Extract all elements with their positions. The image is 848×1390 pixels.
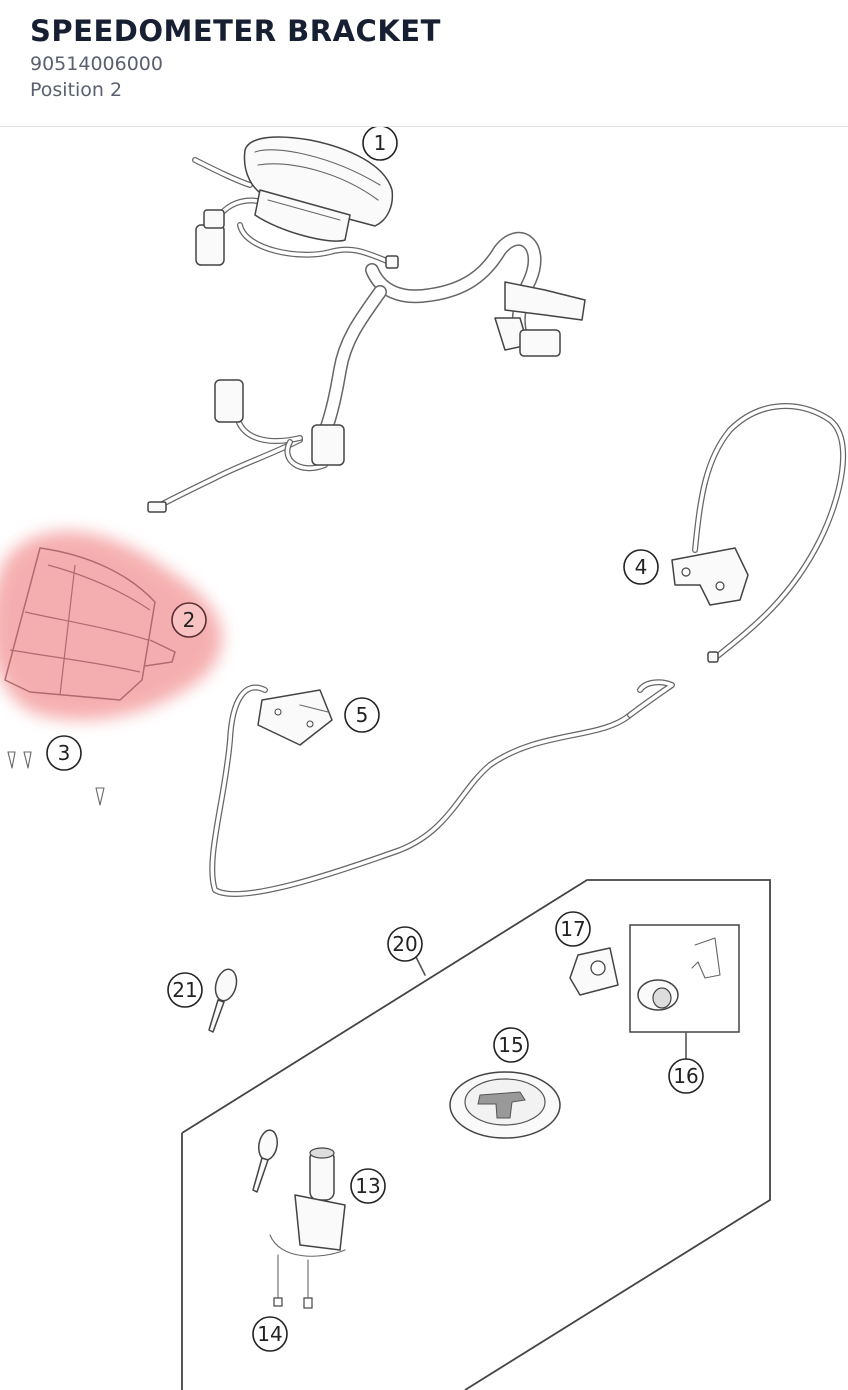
svg-text:13: 13 [355, 1174, 380, 1198]
part-header: SPEEDOMETER BRACKET 90514006000 Position… [0, 0, 848, 127]
latch-cable-part[interactable] [671, 403, 846, 663]
part-title: SPEEDOMETER BRACKET [30, 14, 441, 48]
key-part[interactable] [208, 967, 240, 1033]
svg-text:2: 2 [183, 608, 196, 632]
svg-text:20: 20 [392, 932, 417, 956]
svg-text:17: 17 [560, 917, 585, 941]
callout-2[interactable]: 2 [171, 602, 207, 638]
svg-text:21: 21 [172, 978, 197, 1002]
svg-text:1: 1 [374, 131, 387, 155]
exploded-parts-diagram: 1 2 3 4 5 20 17 21 15 16 13 14 [0, 127, 846, 1390]
fuel-cap-part[interactable] [449, 1071, 561, 1139]
speedometer-bracket-part[interactable] [0, 531, 223, 721]
svg-text:15: 15 [498, 1033, 523, 1057]
ignition-lock-part[interactable] [252, 1129, 346, 1257]
svg-text:14: 14 [257, 1322, 282, 1346]
svg-text:5: 5 [356, 703, 369, 727]
callout-15[interactable]: 15 [493, 1027, 529, 1063]
svg-text:16: 16 [673, 1064, 698, 1088]
callout-4[interactable]: 4 [623, 549, 659, 585]
callout-17[interactable]: 17 [555, 911, 591, 947]
callout-14[interactable]: 14 [252, 1316, 288, 1352]
speedometer-harness-part[interactable] [147, 136, 586, 513]
bracket-part-17[interactable] [569, 947, 619, 996]
callout-13[interactable]: 13 [350, 1168, 386, 1204]
callout-16[interactable]: 16 [668, 1058, 704, 1094]
callout-21[interactable]: 21 [167, 972, 203, 1008]
callout-1[interactable]: 1 [362, 127, 398, 161]
part-number: 90514006000 [30, 53, 163, 75]
screws-part[interactable] [7, 751, 105, 806]
svg-text:3: 3 [58, 741, 71, 765]
callout-3[interactable]: 3 [46, 735, 82, 771]
callout-5[interactable]: 5 [344, 697, 380, 733]
seat-cable-part[interactable] [209, 679, 675, 897]
callout-20[interactable]: 20 [387, 926, 423, 962]
lock-cylinder-part[interactable] [629, 924, 740, 1061]
part-position: Position 2 [30, 79, 123, 101]
lock-kit-outline [181, 879, 771, 1390]
bolts-part[interactable] [273, 1254, 313, 1309]
svg-text:4: 4 [635, 555, 648, 579]
